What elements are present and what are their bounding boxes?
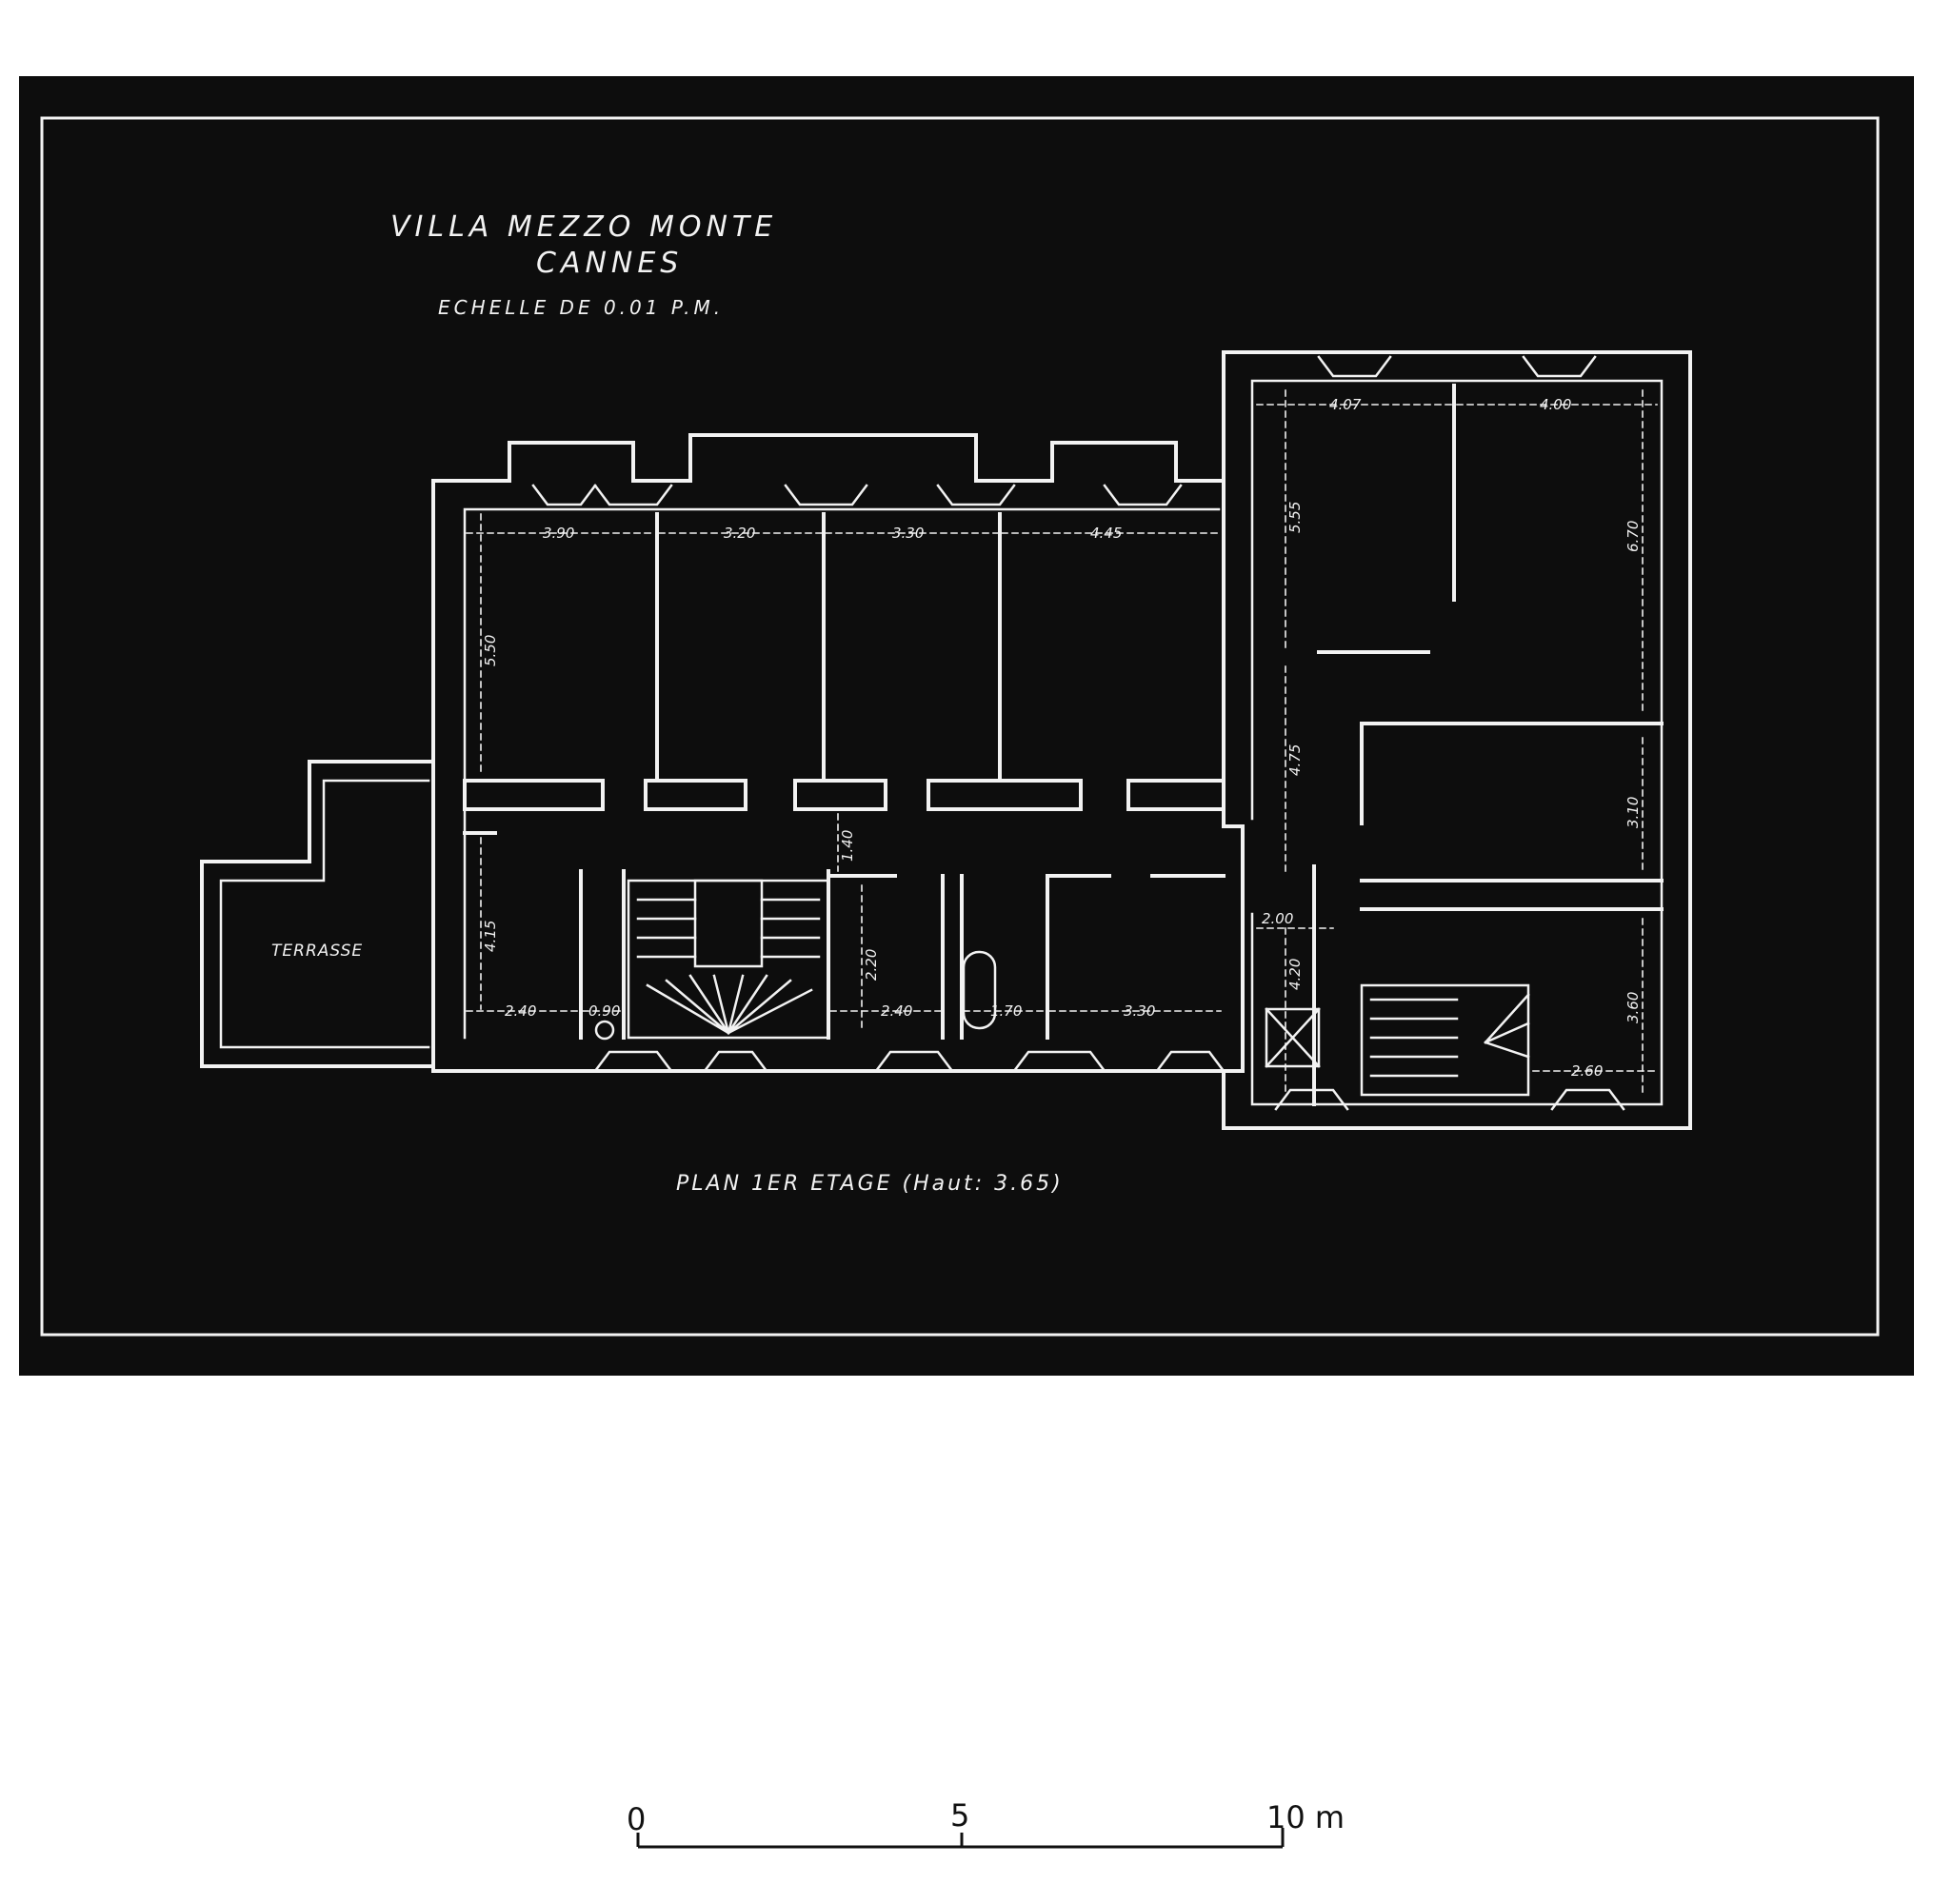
dim-label: 4.45 (1090, 525, 1122, 542)
dim-label: 2.20 (863, 949, 880, 981)
right-wing-partitions (1312, 384, 1664, 1106)
main-block-inner-wall (463, 507, 1221, 1040)
blueprint-background (19, 76, 1914, 1376)
dimension-lines (466, 389, 1658, 1096)
main-staircase (627, 879, 830, 1040)
dim-label: 3.10 (1624, 797, 1642, 828)
dim-label: 2.40 (881, 1002, 912, 1020)
dim-label: 5.50 (482, 635, 499, 666)
terrace-outline (200, 760, 435, 1068)
dim-label: 2.00 (1262, 910, 1293, 927)
right-wing-outer-wall (1222, 350, 1692, 1130)
scale-bar: 0 5 10 m (627, 1797, 1345, 1849)
dim-label: 3.90 (543, 525, 574, 542)
drawing-border (40, 116, 1880, 1337)
dim-label: 5.55 (1286, 502, 1304, 533)
wc-fixture (594, 1020, 615, 1041)
dim-label: 4.00 (1540, 396, 1571, 413)
right-wing-inner-wall (1250, 379, 1664, 1106)
scale-label-0: 0 (627, 1801, 646, 1837)
dim-label: 0.90 (588, 1002, 620, 1020)
scale-label-5: 5 (950, 1797, 969, 1834)
floor-plan: TERRASSE (200, 350, 1692, 1130)
dim-label: 1.70 (990, 1002, 1022, 1020)
title-villa: VILLA MEZZO MONTE (390, 210, 777, 244)
bathtub (962, 950, 997, 1030)
dim-label: 4.20 (1286, 959, 1304, 990)
dim-label: 3.20 (724, 525, 755, 542)
corridor-wall (463, 779, 1226, 811)
title-scale: ECHELLE DE 0.01 P.M. (438, 296, 724, 319)
dim-label: 4.75 (1286, 744, 1304, 776)
window-bays-top (531, 355, 1597, 506)
scale-bar-line (636, 1828, 1285, 1849)
upper-partitions (655, 512, 1002, 783)
service-staircase (1265, 983, 1530, 1097)
dim-label: 3.60 (1624, 992, 1642, 1023)
dim-label: 2.60 (1571, 1062, 1603, 1080)
plan-caption: PLAN 1ER ETAGE (Haut: 3.65) (676, 1172, 1064, 1196)
dim-label: 6.70 (1624, 521, 1642, 552)
dim-label: 1.40 (839, 830, 856, 862)
terrace-inner (219, 779, 430, 1049)
dim-label: 4.07 (1329, 396, 1362, 413)
scale-label-10: 10 m (1266, 1799, 1345, 1835)
dim-label: 2.40 (505, 1002, 536, 1020)
dim-label: 3.30 (892, 525, 924, 542)
dim-label: 4.15 (482, 921, 499, 952)
title-city: CANNES (536, 247, 683, 280)
dim-label: 3.30 (1124, 1002, 1155, 1020)
window-bays-bottom (593, 1050, 1625, 1111)
terrace-label: TERRASSE (271, 942, 363, 961)
